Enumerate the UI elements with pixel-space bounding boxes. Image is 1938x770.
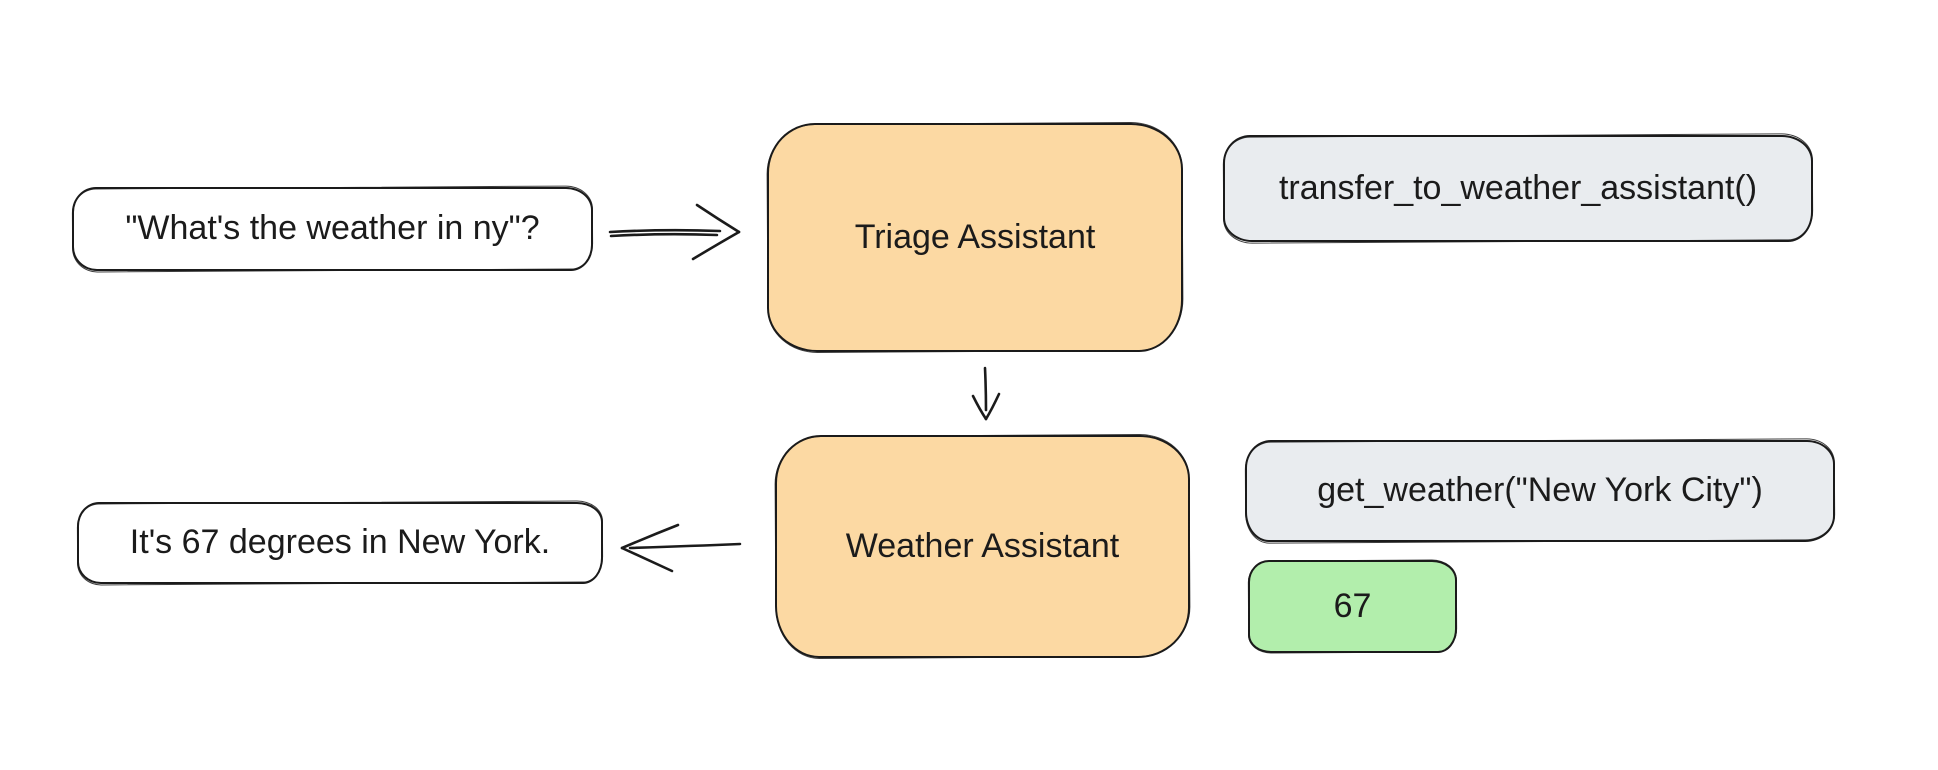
tool-result-node: 67 — [1248, 560, 1457, 653]
transfer-tool-call-node: transfer_to_weather_assistant() — [1223, 135, 1813, 242]
assistant-reply-label: It's 67 degrees in New York. — [129, 523, 551, 562]
tool-result-label: 67 — [1333, 586, 1372, 625]
arrow-left-icon — [612, 512, 747, 584]
assistant-reply-node: It's 67 degrees in New York. — [77, 502, 603, 584]
user-message-node: "What's the weather in ny"? — [72, 187, 593, 271]
get-weather-tool-call-label: get_weather("New York City") — [1317, 471, 1763, 510]
get-weather-tool-call-node: get_weather("New York City") — [1245, 440, 1835, 542]
weather-assistant-node: Weather Assistant — [775, 435, 1190, 658]
transfer-tool-call-label: transfer_to_weather_assistant() — [1278, 168, 1758, 207]
triage-assistant-node: Triage Assistant — [767, 123, 1183, 352]
weather-assistant-label: Weather Assistant — [845, 526, 1120, 565]
user-message-label: "What's the weather in ny"? — [125, 209, 540, 248]
arrow-down-icon — [962, 362, 1010, 424]
arrow-right-icon — [600, 195, 745, 270]
triage-assistant-label: Triage Assistant — [854, 217, 1096, 256]
